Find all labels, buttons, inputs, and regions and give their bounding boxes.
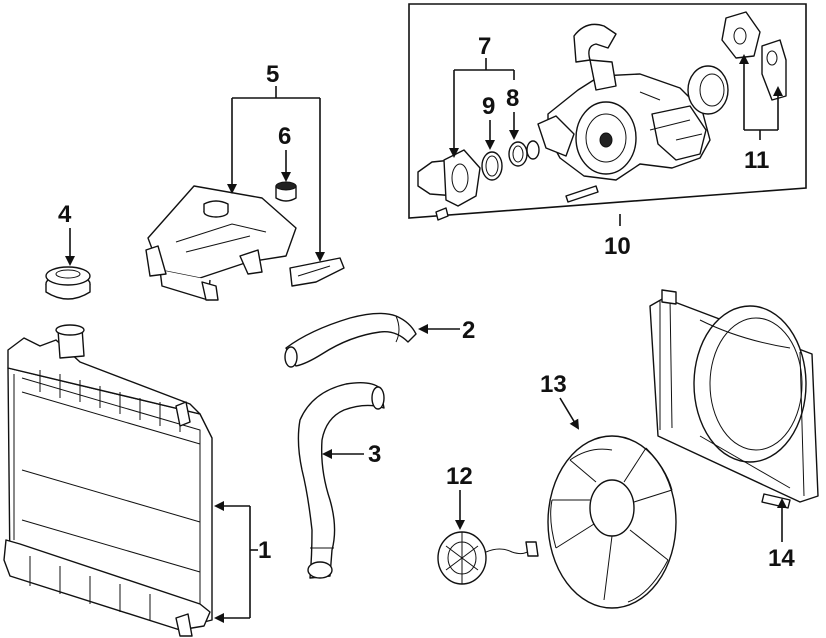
water-pump-gaskets-drawing [687,11,787,115]
thermostat-rings-drawing [481,140,599,203]
callout-2: 2 [462,317,475,344]
leader-lines [65,54,787,623]
callout-8: 8 [506,85,519,112]
callout-4: 4 [58,201,72,228]
cooling-fan-drawing [547,435,677,609]
radiator-cap-drawing [45,266,91,300]
lower-radiator-hose-drawing [297,381,385,579]
water-pump-drawing [537,23,711,181]
callout-labels: 1 2 3 4 5 6 7 8 9 10 11 12 13 14 [58,33,795,572]
callout-12: 12 [446,463,473,490]
callout-10: 10 [604,233,631,260]
reservoir-cap-drawing [275,181,297,202]
water-pump-group-box [408,3,807,219]
fan-shroud-drawing [649,289,819,509]
callout-11: 11 [744,147,769,174]
radiator-drawing [3,324,213,637]
upper-radiator-hose-drawing [284,312,417,368]
callout-3: 3 [368,441,381,468]
callout-14: 14 [768,545,795,572]
callout-5: 5 [266,61,279,88]
callout-9: 9 [482,93,495,120]
thermostat-housing-drawing [417,149,481,221]
fan-clutch-drawing [437,531,539,585]
callout-1: 1 [258,537,271,564]
callout-7: 7 [478,33,491,60]
callout-6: 6 [278,123,291,150]
coolant-reservoir-drawing [145,185,345,301]
callout-13: 13 [540,371,567,398]
